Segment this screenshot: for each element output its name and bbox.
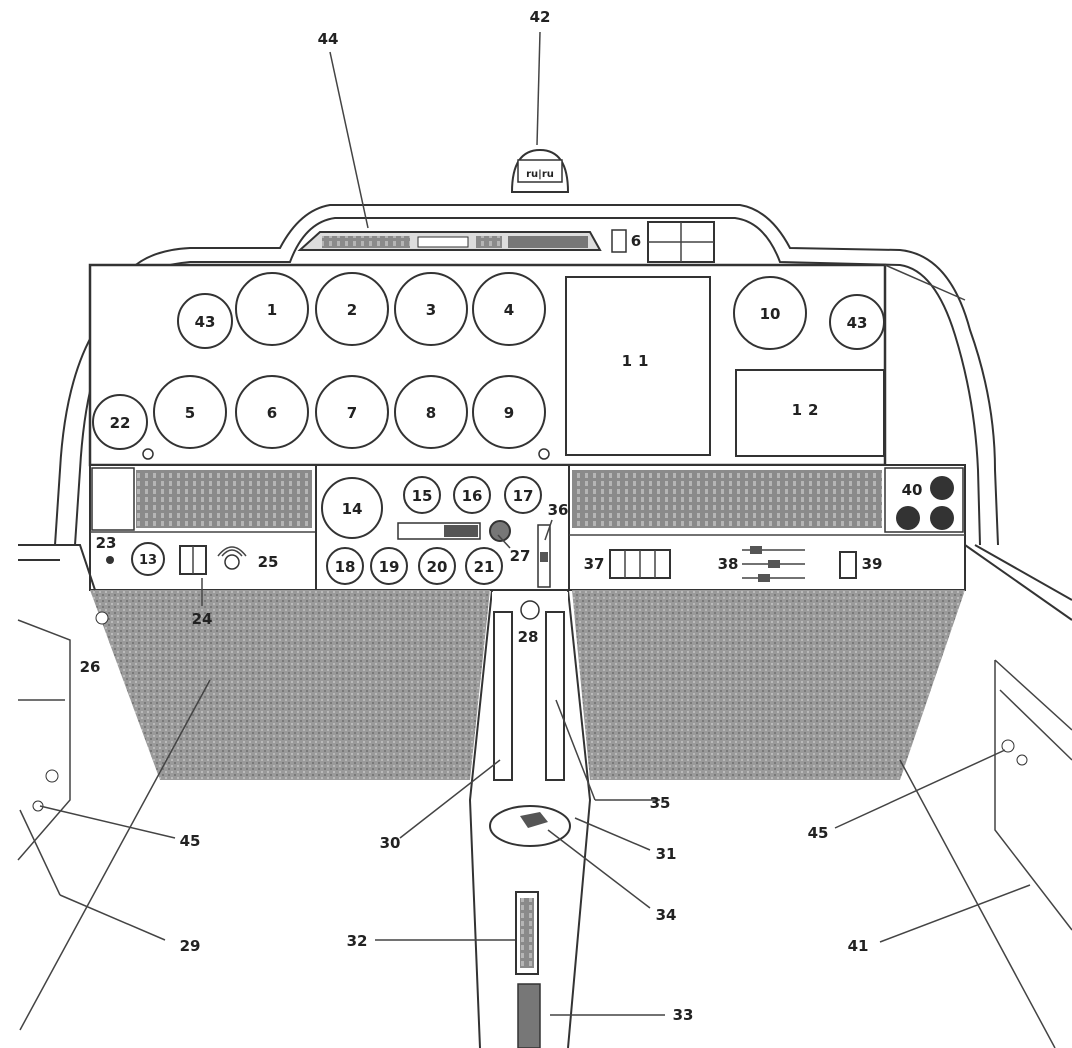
svg-text:3: 3 [426, 301, 436, 319]
svg-text:43: 43 [847, 314, 868, 332]
lower-panel-left: 13 [89, 464, 317, 591]
gauge-18: 18 [326, 547, 364, 585]
svg-text:9: 9 [504, 404, 514, 422]
gauge-19: 19 [370, 547, 408, 585]
svg-text:ru|ru: ru|ru [526, 169, 554, 180]
gauge-21: 21 [465, 547, 503, 585]
gauge-20: 20 [418, 547, 456, 585]
svg-text:14: 14 [342, 500, 363, 518]
callout-27: 27 [510, 547, 531, 565]
svg-text:18: 18 [335, 558, 356, 576]
callout-45-left: 45 [180, 832, 201, 850]
gauge-2: 2 [315, 272, 389, 346]
svg-text:16: 16 [462, 487, 483, 505]
callout-24: 24 [192, 610, 213, 628]
gauge-9: 9 [472, 375, 546, 449]
svg-text:11: 11 [622, 352, 655, 370]
svg-text:43: 43 [195, 313, 216, 331]
footwell [90, 590, 965, 780]
gauges-bottom-row: 22 5 6 7 8 9 [92, 375, 550, 460]
gauge-15: 15 [403, 476, 441, 514]
gauges-top-row: 43 1 2 3 4 10 43 [177, 272, 885, 350]
svg-text:13: 13 [139, 553, 157, 568]
callout-30: 30 [380, 834, 401, 852]
callout-41: 41 [848, 937, 869, 955]
annunciator-strip [297, 221, 715, 263]
gauge-43-left: 43 [177, 293, 233, 349]
callout-45-right: 45 [808, 824, 829, 842]
callout-25: 25 [258, 553, 279, 571]
leader-lines [19, 31, 1056, 1048]
center-console [468, 589, 592, 1048]
side-panel-right [964, 544, 1072, 931]
gauge-17: 17 [504, 476, 542, 514]
gauge-6: 6 [235, 375, 309, 449]
svg-text:22: 22 [110, 414, 131, 432]
svg-text:17: 17 [513, 487, 534, 505]
gauge-22: 22 [92, 394, 148, 450]
svg-text:19: 19 [379, 558, 400, 576]
callout-42: 42 [530, 8, 551, 26]
svg-text:40: 40 [902, 481, 923, 499]
gauge-43-right: 43 [829, 294, 885, 350]
gauge-16: 16 [453, 476, 491, 514]
svg-text:4: 4 [504, 301, 514, 319]
svg-text:1: 1 [267, 301, 277, 319]
svg-text:15: 15 [412, 487, 433, 505]
callout-32: 32 [347, 932, 368, 950]
gauge-14: 14 [321, 477, 383, 539]
callout-39: 39 [862, 555, 883, 573]
callout-26: 26 [80, 658, 101, 676]
callout-28: 28 [518, 628, 539, 646]
callout-36: 36 [548, 501, 569, 519]
svg-text:20: 20 [427, 558, 448, 576]
gauge-1: 1 [235, 272, 309, 346]
callout-35: 35 [650, 794, 671, 812]
gauge-4: 4 [472, 272, 546, 346]
callout-29: 29 [180, 937, 201, 955]
callout-labels: 42 44 6 23 24 25 26 27 28 29 30 31 32 33… [80, 8, 883, 1024]
svg-text:21: 21 [474, 558, 495, 576]
display-12: 12 [735, 369, 885, 457]
svg-text:10: 10 [760, 305, 781, 323]
svg-text:12: 12 [792, 401, 825, 419]
callout-6-strip: 6 [631, 232, 641, 250]
callout-34: 34 [656, 906, 677, 924]
svg-text:6: 6 [267, 404, 277, 422]
callout-23: 23 [96, 534, 117, 552]
callout-31: 31 [656, 845, 677, 863]
svg-text:5: 5 [185, 404, 195, 422]
lower-panel-right: 40 [568, 464, 966, 591]
svg-text:2: 2 [347, 301, 357, 319]
gauge-8: 8 [394, 375, 468, 449]
callout-33: 33 [673, 1006, 694, 1024]
callout-38: 38 [718, 555, 739, 573]
svg-text:7: 7 [347, 404, 357, 422]
compass: ru|ru [510, 148, 570, 193]
gauge-3: 3 [394, 272, 468, 346]
gauge-10: 10 [733, 276, 807, 350]
callout-37: 37 [584, 555, 605, 573]
side-panel-left [17, 544, 109, 861]
center-panel: 14 15 16 17 18 19 20 21 [315, 464, 570, 591]
callout-44: 44 [318, 30, 339, 48]
display-11: 11 [565, 276, 711, 456]
svg-text:8: 8 [426, 404, 436, 422]
gauge-5: 5 [153, 375, 227, 449]
gauge-7: 7 [315, 375, 389, 449]
